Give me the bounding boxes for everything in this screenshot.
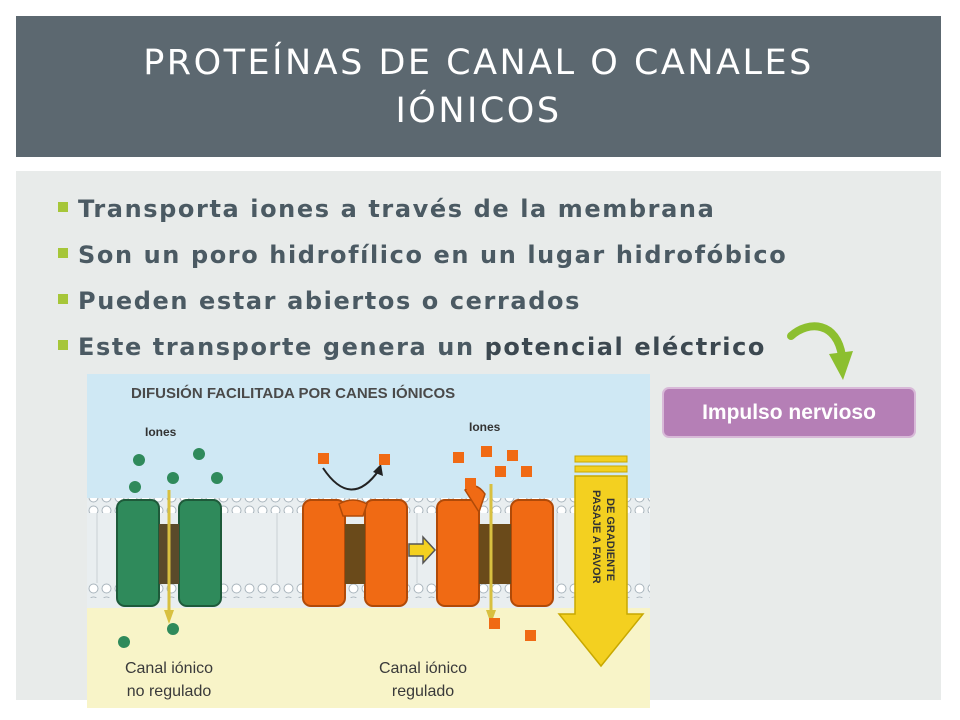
square-bullet-icon [58,294,68,304]
bullet-emphasis: potencial eléctrico [484,333,767,361]
ion-channel-diagram: DIFUSIÓN FACILITADA POR CANES IÓNICOS Io… [87,374,650,708]
slide-title: PROTEÍNAS DE CANAL O CANALES IÓNICOS [143,42,814,131]
title-bar: PROTEÍNAS DE CANAL O CANALES IÓNICOS [16,16,941,157]
bullet-text: Pueden estar abiertos o cerrados [78,287,581,315]
channel-label-right-1: Canal iónico [379,660,467,677]
bullet-item: Transporta iones a través de la membrana [58,189,787,235]
gradient-label-1: PASAJE A FAVOR [590,490,602,584]
channel-label-left-1: Canal iónico [125,660,213,677]
impulso-nervioso-callout: Impulso nervioso [662,387,916,438]
square-bullet-icon [58,340,68,350]
bullet-item: Son un poro hidrofílico en un lugar hidr… [58,235,787,281]
iones-label-right: Iones [469,420,501,434]
channel-label-right-2: regulado [392,683,454,700]
curved-arrow-icon [787,322,853,380]
diagram-title: DIFUSIÓN FACILITADA POR CANES IÓNICOS [131,384,455,402]
bullet-item: Pueden estar abiertos o cerrados [58,281,787,327]
channel-label-left-2: no regulado [127,683,212,700]
iones-label-left: Iones [145,425,177,439]
bullet-item: Este transporte genera un potencial eléc… [58,327,787,373]
bullet-text: Transporta iones a través de la membrana [78,195,716,223]
gradient-label-2: DE GRADIENTE [604,498,616,581]
bullet-text: Son un poro hidrofílico en un lugar hidr… [78,241,788,269]
bullet-list: Transporta iones a través de la membrana… [58,189,787,373]
square-bullet-icon [58,202,68,212]
bullet-text: Este transporte genera un [78,333,485,361]
square-bullet-icon [58,248,68,258]
